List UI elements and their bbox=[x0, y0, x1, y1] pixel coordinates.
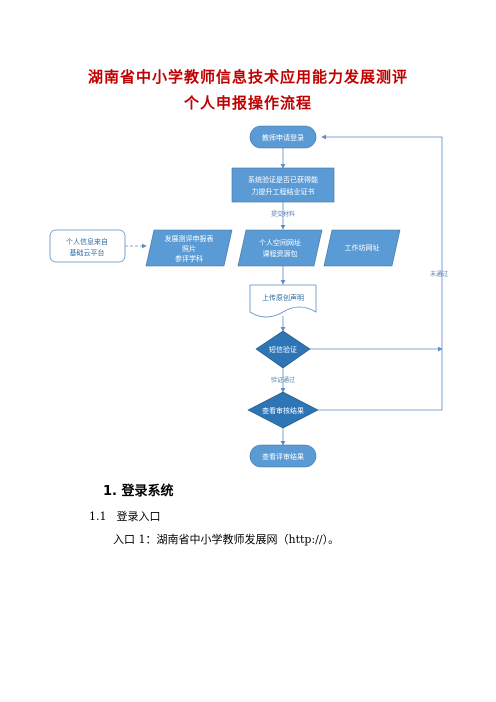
node-review-label: 查看审核结果 bbox=[262, 406, 304, 415]
node-sms-label: 短信验证 bbox=[269, 345, 297, 354]
edge-review-back bbox=[318, 134, 443, 411]
node-review bbox=[247, 391, 319, 429]
node-verify-line2: 力提升工程结业证书 bbox=[252, 187, 315, 196]
node-source-line1: 个人信息来自 bbox=[66, 237, 108, 246]
node-upload bbox=[249, 284, 317, 318]
node-material2-line1: 个人空间网址 bbox=[259, 238, 301, 247]
node-source-line2: 基础云平台 bbox=[70, 248, 105, 257]
node-upload-label: 上传原创声明 bbox=[262, 293, 304, 302]
node-material1 bbox=[145, 229, 233, 267]
edge-sms-pass-label: 验证通过 bbox=[271, 376, 295, 384]
doc-title-line2: 个人申报操作流程 bbox=[183, 94, 312, 112]
node-verify bbox=[231, 167, 335, 203]
node-material1-line3: 参评学科 bbox=[175, 254, 203, 263]
node-material2 bbox=[237, 229, 323, 267]
node-material3 bbox=[323, 229, 401, 267]
node-material2-line2: 课程资源包 bbox=[263, 249, 298, 258]
edge-not-pass-label: 未通过 bbox=[430, 270, 448, 278]
node-sms bbox=[255, 330, 311, 369]
subsection-number: 1.1 bbox=[89, 510, 107, 523]
node-verify-line1: 系统验证是否已获得能 bbox=[248, 175, 318, 184]
section-heading-login: 1. 登录系统 bbox=[103, 484, 174, 499]
node-material3-label: 工作坊网址 bbox=[345, 243, 380, 252]
flowchart: 教师申请登录 系统验证是否已获得能 力提升工程结业证书 提交材料 个人信息来自 … bbox=[49, 125, 448, 468]
node-result bbox=[249, 444, 317, 468]
subsection-heading: 1.1 登录入口 bbox=[89, 508, 161, 524]
node-source bbox=[49, 229, 126, 263]
node-start bbox=[249, 125, 317, 149]
doc-title-line1: 湖南省中小学教师信息技术应用能力发展测评 bbox=[87, 68, 408, 86]
edge-submit-label: 提交材料 bbox=[271, 210, 295, 218]
subsection-title: 登录入口 bbox=[116, 510, 161, 523]
node-result-label: 查看评审结果 bbox=[262, 452, 304, 461]
node-material1-line1: 发展测评申报表 bbox=[165, 234, 214, 243]
node-material1-line2: 照片 bbox=[182, 244, 196, 253]
node-start-label: 教师申请登录 bbox=[262, 133, 304, 142]
entry-paragraph: 入口 1：湖南省中小学教师发展网（http://）。 bbox=[113, 533, 340, 546]
